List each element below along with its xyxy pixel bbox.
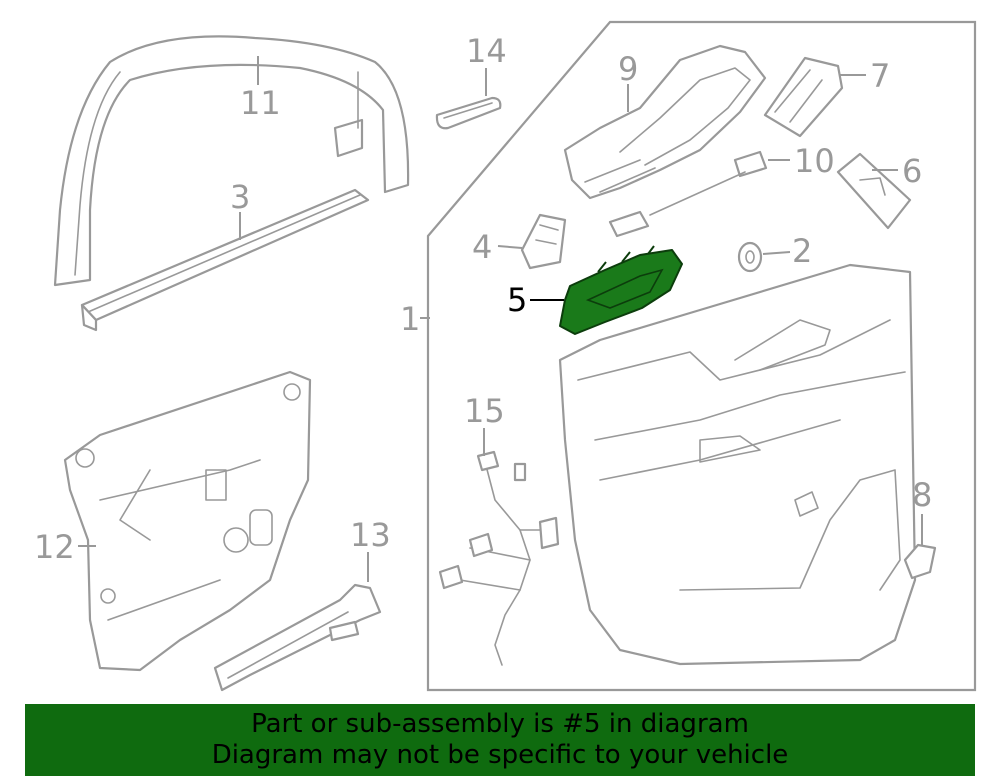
leader-4 [497, 245, 523, 249]
callout-10: 10 [794, 142, 835, 180]
part-4-switch[interactable] [520, 213, 567, 270]
callout-4: 4 [472, 228, 492, 266]
callout-14: 14 [466, 32, 507, 70]
callout-8: 8 [912, 476, 932, 514]
notice-line-2: Diagram may not be specific to your vehi… [211, 740, 789, 770]
part-13-bracket[interactable] [213, 583, 382, 692]
part-12-door-module[interactable] [63, 370, 312, 672]
part-3-belt-molding[interactable] [80, 188, 370, 332]
callout-11: 11 [240, 84, 281, 122]
part-14-pad[interactable] [435, 96, 502, 130]
part-5-inside-handle[interactable] [559, 245, 683, 335]
callout-13: 13 [350, 516, 391, 554]
part-8-clip[interactable] [903, 543, 937, 580]
notice-banner: Part or sub-assembly is #5 in diagram Di… [25, 704, 975, 776]
callout-5: 5 [507, 281, 527, 319]
callout-9: 9 [618, 50, 638, 88]
part-11-window-frame[interactable] [53, 35, 410, 287]
callout-12: 12 [34, 528, 75, 566]
callout-15: 15 [464, 392, 505, 430]
callout-3: 3 [230, 178, 250, 216]
part-7-window-switch[interactable] [763, 56, 844, 138]
door-assembly-outline [426, 20, 977, 692]
part-10-wire-harness[interactable] [608, 150, 768, 238]
notice-line-1: Part or sub-assembly is #5 in diagram [251, 709, 749, 739]
callout-1: 1 [400, 300, 420, 338]
parts-diagram: 1 2 3 4 5 6 7 8 9 10 11 12 13 14 15 [34, 20, 977, 692]
part-9-switch-bezel[interactable] [563, 44, 767, 200]
part-15-harness[interactable] [438, 450, 560, 666]
callout-2: 2 [792, 232, 812, 270]
callout-6: 6 [902, 152, 922, 190]
part-2-grommet[interactable] [737, 241, 763, 273]
part-1-door-trim-panel[interactable] [558, 263, 917, 666]
leader-2 [762, 251, 791, 255]
callout-7: 7 [870, 57, 890, 95]
part-6-switch[interactable] [836, 152, 912, 230]
